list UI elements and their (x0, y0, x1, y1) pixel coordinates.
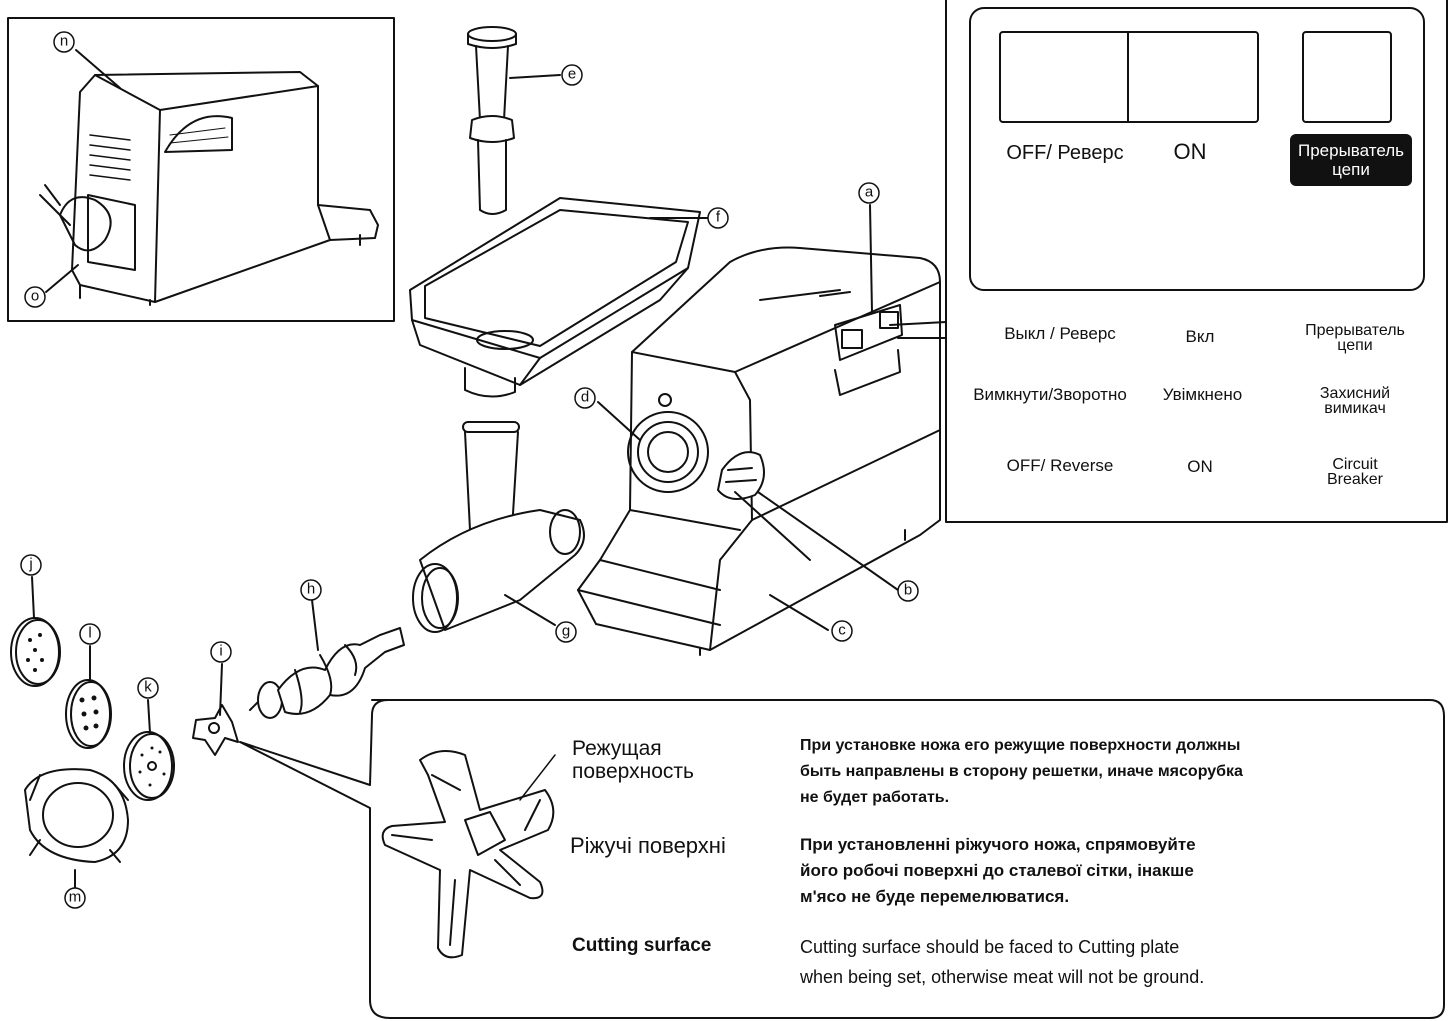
pusher (467, 26, 517, 215)
part-markers (20, 31, 919, 909)
row-ru-on: Вкл (1185, 327, 1215, 346)
display-label-off-reverse: OFF/ Реверс (1006, 142, 1124, 164)
part-label-l: l (88, 625, 91, 642)
knife-callout-frame (239, 699, 1445, 1019)
switch-panel-frame (945, 0, 1448, 523)
part-label-g: g (562, 623, 570, 640)
display-label-breaker: Прерыватель цепи (1290, 134, 1412, 186)
note-heading-uk: Ріжучі поверхні (570, 833, 726, 858)
coarse-plate (10, 617, 61, 687)
part-label-f: f (716, 209, 721, 226)
locking-ring (24, 768, 129, 863)
row-uk-off: Вимкнути/Зворотно (973, 385, 1127, 404)
note-heading-en: Cutting surface (572, 935, 712, 956)
part-label-o: o (31, 288, 39, 305)
note-text-en: Cutting surface should be faced to Cutti… (800, 937, 1205, 987)
knife-closeup (381, 750, 556, 959)
row-en-on: ON (1187, 457, 1213, 476)
note-text-ru: При установке ножа его режущие поверхнос… (800, 737, 1243, 806)
row-ru-breaker: Прерыватель цепи (1305, 322, 1405, 354)
part-label-k: k (144, 679, 152, 696)
part-label-i: i (219, 643, 222, 660)
rear-view-inset (7, 17, 395, 322)
row-uk-on: Увімкнено (1162, 385, 1243, 404)
cutting-knife (192, 704, 239, 756)
display-panel (969, 7, 1425, 291)
part-label-a: a (865, 184, 874, 201)
rear-view-body (39, 71, 379, 306)
part-label-c: c (838, 622, 846, 639)
part-label-n: n (60, 33, 68, 50)
note-heading-ru: Режущая поверхность (572, 737, 694, 783)
note-text-uk: При установленні ріжучого ножа, спрямову… (800, 835, 1196, 906)
feed-tray (409, 197, 701, 398)
medium-plate (65, 679, 112, 749)
row-ru-off: Выкл / Реверс (1004, 324, 1116, 343)
motor-body (577, 246, 941, 656)
part-label-h: h (307, 581, 315, 598)
row-en-off: OFF/ Reverse (1006, 456, 1114, 475)
display-label-on: ON (1173, 139, 1207, 164)
part-label-e: e (568, 66, 576, 83)
row-en-breaker: Circuit Breaker (1326, 456, 1384, 488)
part-label-j: j (28, 556, 32, 573)
part-label-d: d (581, 389, 589, 406)
grinder-head (412, 421, 585, 633)
row-uk-breaker: Захисний вимикач (1319, 385, 1391, 417)
part-label-b: b (904, 582, 912, 599)
auger (249, 627, 405, 719)
part-label-m: m (69, 889, 82, 906)
fine-plate (123, 731, 175, 801)
part-letters: a b c d e f g h i j k l m n o (28, 33, 912, 906)
